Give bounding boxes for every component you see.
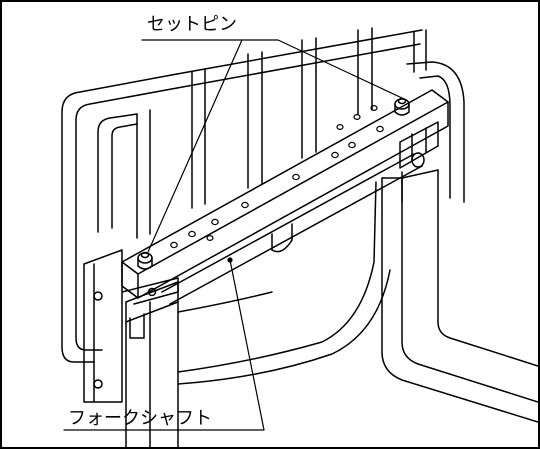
right-fork — [381, 169, 538, 423]
left-hook-bracket — [83, 249, 179, 403]
set-pin-label: セットピン — [147, 14, 237, 35]
lower-guard-curve — [177, 181, 391, 385]
set-pin-left — [137, 251, 153, 270]
backrest-bars — [136, 27, 423, 239]
right-guard-frame — [406, 29, 465, 203]
plate-holes — [170, 104, 384, 249]
leader-lines — [63, 39, 403, 431]
left-guard-frame — [61, 73, 178, 363]
fork-shaft-label: フォークシャフト — [68, 408, 212, 429]
carriage-plate — [121, 89, 449, 299]
left-fork — [125, 281, 179, 447]
